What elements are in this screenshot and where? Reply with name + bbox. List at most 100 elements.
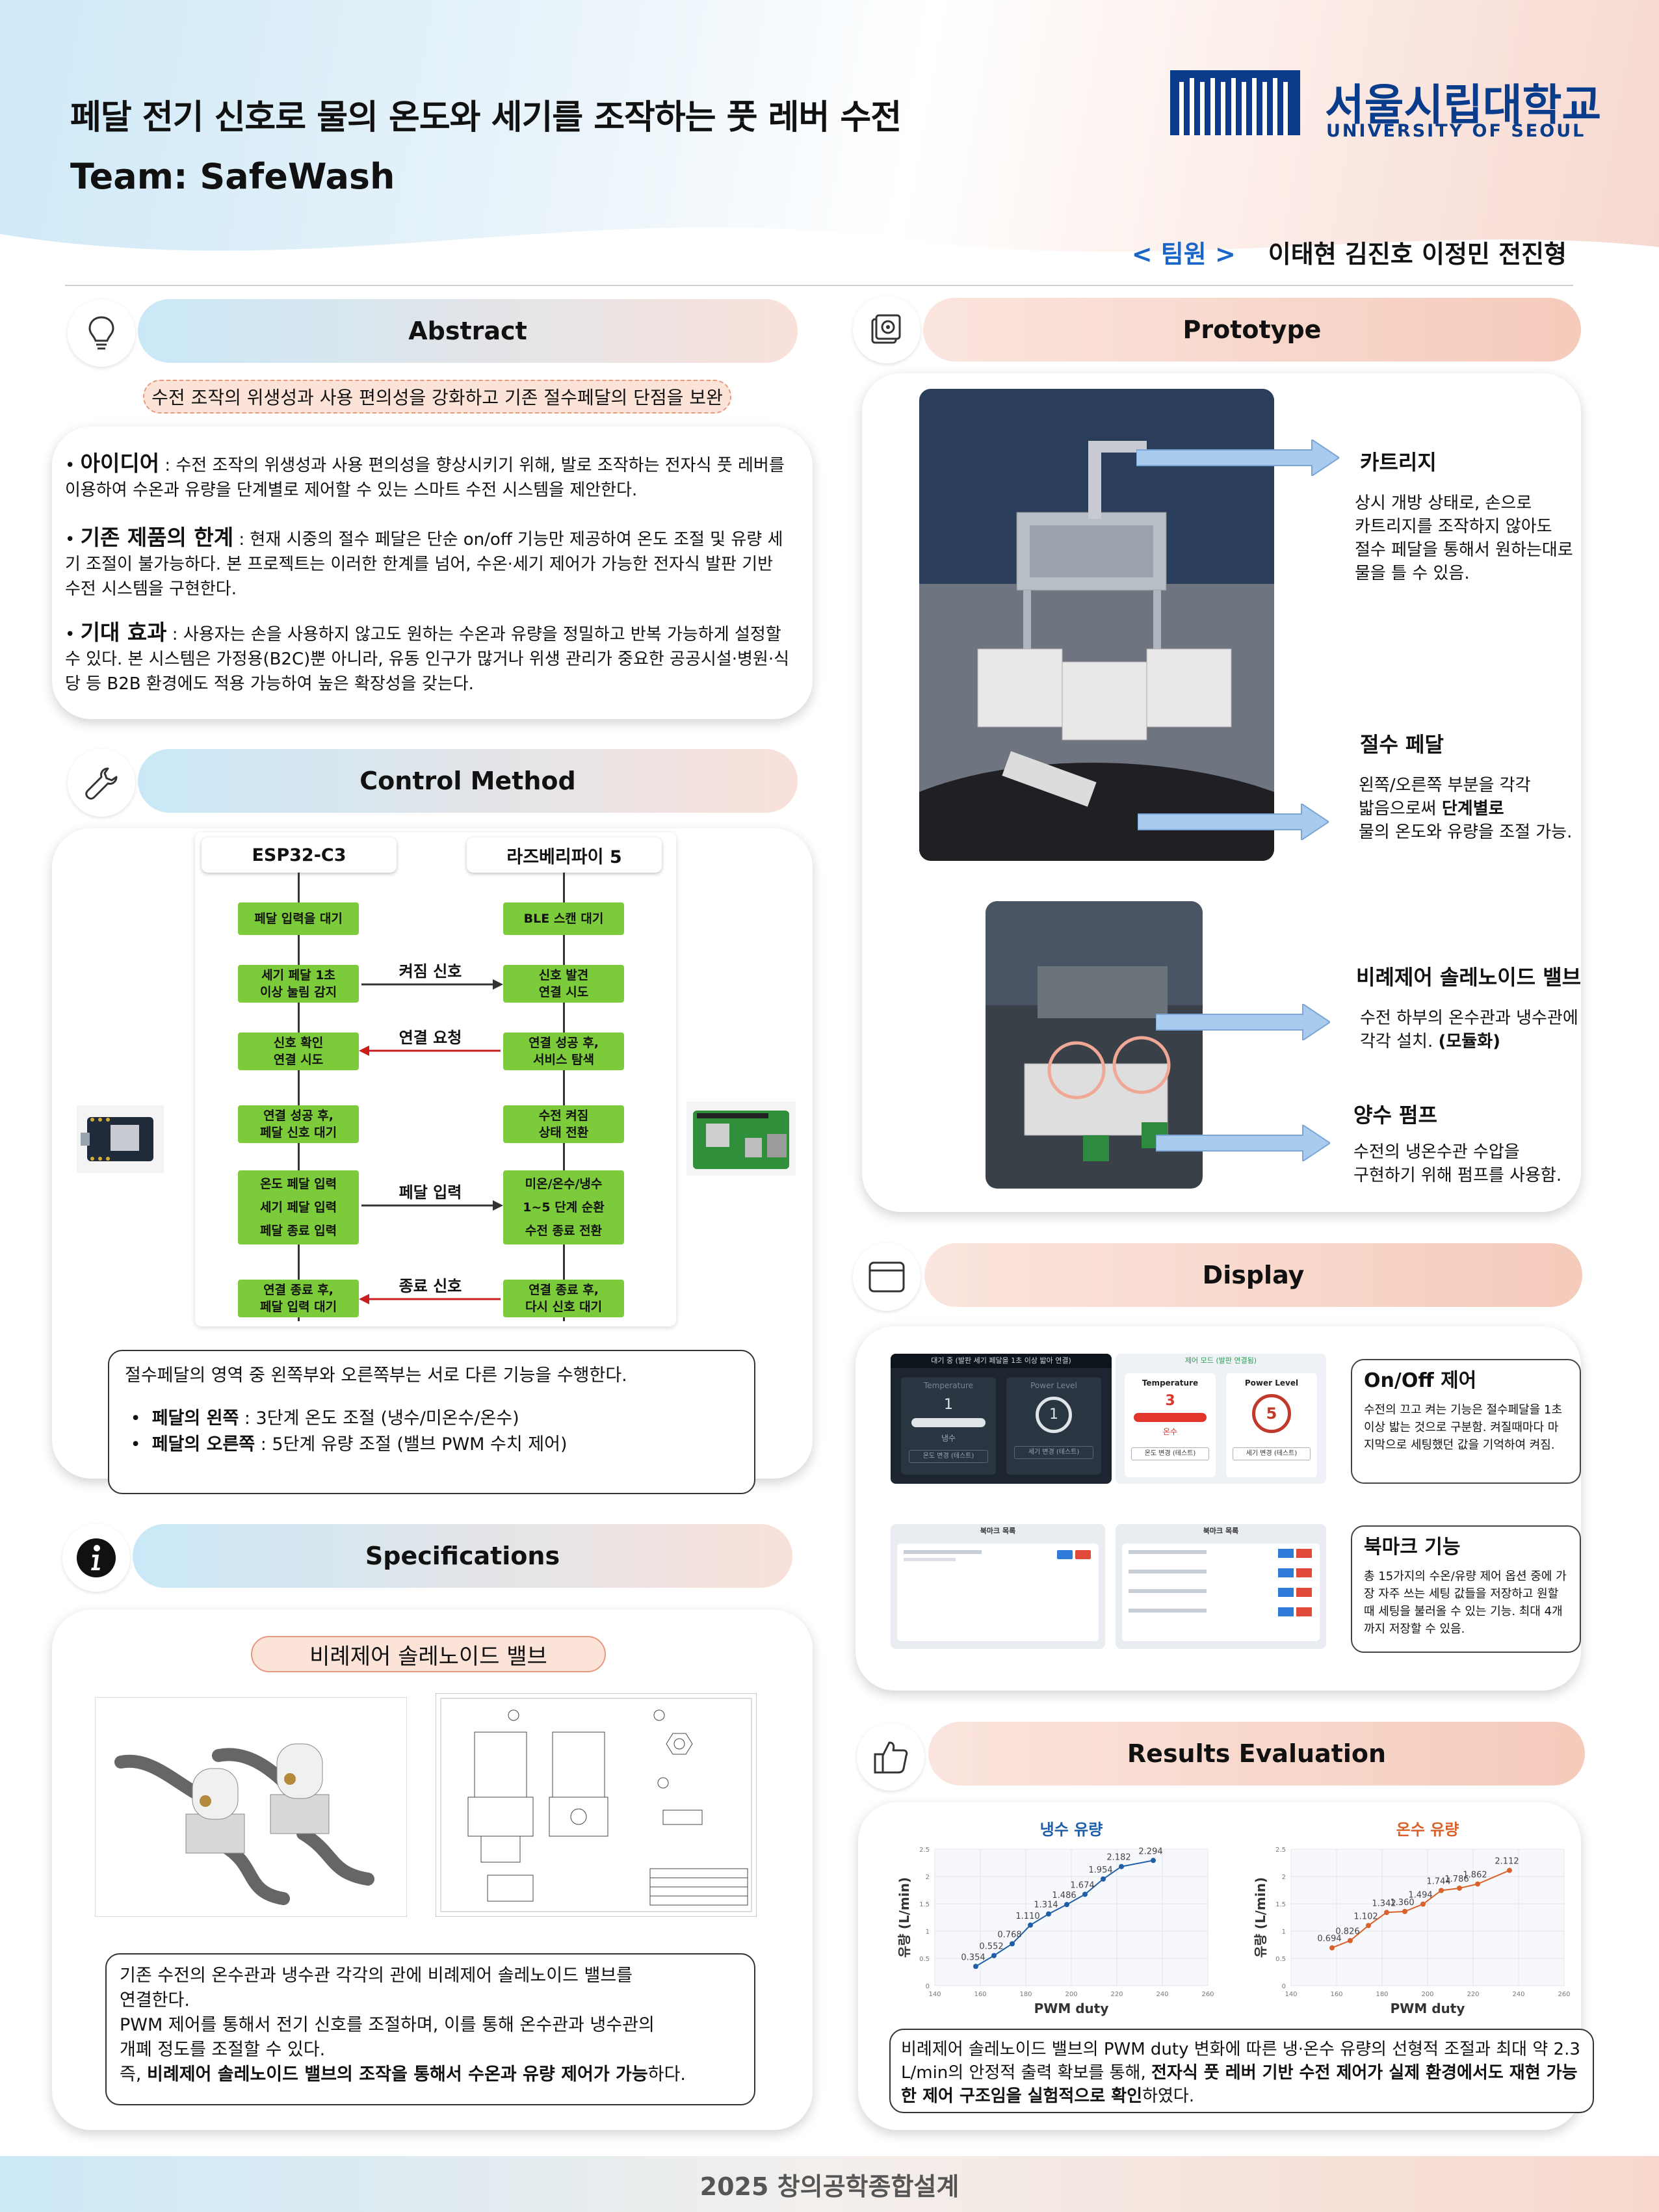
load-button[interactable] (1278, 1568, 1294, 1577)
flow-title-raspberrypi: 라즈베리파이 5 (467, 837, 662, 873)
proto-pump-title: 양수 펌프 (1353, 1103, 1437, 1127)
prototype-heading: Prototype (923, 298, 1581, 362)
data-label: 1.360 (1390, 1898, 1414, 1908)
flow-step: 미온/온수/냉수 1~5 단계 순환 수전 종료 전환 (503, 1170, 624, 1244)
data-label: 1.674 (1070, 1880, 1094, 1890)
change-power-button[interactable]: 세기 변경 (테스트) (1014, 1446, 1093, 1459)
data-point (1064, 1902, 1069, 1908)
bookmark-item-line (1129, 1589, 1207, 1593)
note-key: 페달의 왼쪽 (151, 1408, 239, 1429)
header-background (0, 0, 1659, 273)
abstract-item-text: 수전 조작의 위생성과 사용 편의성을 향상시키기 위해, 발로 조작하는 전자… (65, 456, 785, 500)
x-tick-label: 160 (1330, 1991, 1342, 1998)
team-name: Team: SafeWash (70, 156, 395, 197)
data-point (1101, 1876, 1106, 1882)
data-point (1439, 1888, 1444, 1893)
note-text: : 5단계 유량 조절 (밸브 PWM 수치 제어) (255, 1434, 568, 1455)
x-tick-label: 220 (1110, 1991, 1123, 1998)
delete-button[interactable] (1296, 1568, 1312, 1577)
bookmark-item-line (904, 1550, 982, 1554)
load-button[interactable] (1278, 1607, 1294, 1616)
data-point (1384, 1910, 1389, 1916)
valve-3d-render (95, 1697, 407, 1917)
results-summary: 비례제어 솔레노이드 밸브의 PWM duty 변화에 따른 냉·온수 유량의 … (889, 2029, 1594, 2113)
temperature-label: Temperature (923, 1381, 973, 1390)
header-wave (0, 227, 1659, 286)
data-label: 0.552 (979, 1942, 1003, 1952)
delete-button[interactable] (1296, 1549, 1312, 1558)
arrow-valve (1156, 1004, 1330, 1040)
flow-step: BLE 스캔 대기 (503, 902, 624, 935)
load-button[interactable] (1278, 1549, 1294, 1558)
abstract-summary-pill: 수전 조작의 위생성과 사용 편의성을 강화하고 기존 절수페달의 단점을 보완 (143, 380, 731, 414)
proto-valve-text: 수전 하부의 온수관과 냉수관에 각각 설치. (모듈화) (1360, 1007, 1578, 1053)
temperature-panel: Temperature 1 냉수 온도 변경 (테스트) (901, 1377, 996, 1475)
data-label: 0.354 (961, 1953, 985, 1962)
control-note-intro: 절수페달의 영역 중 왼쪽부와 오른쪽부는 서로 다른 기능을 수행한다. (125, 1365, 627, 1386)
gears-icon (853, 296, 921, 363)
data-label: 1.862 (1463, 1871, 1487, 1880)
x-tick-label: 240 (1512, 1991, 1524, 1998)
delete-button[interactable] (1296, 1588, 1312, 1597)
app-screen-control: 제어 모드 (발판 연결됨) Temperature 3 온수 온도 변경 (테… (1116, 1354, 1326, 1484)
load-button[interactable] (1278, 1588, 1294, 1597)
power-value: 1 (1036, 1397, 1072, 1433)
delete-button[interactable] (1296, 1607, 1312, 1616)
data-label: 1.954 (1088, 1865, 1112, 1875)
y-tick-label: 2 (926, 1874, 930, 1881)
change-temperature-button[interactable]: 온도 변경 (테스트) (1131, 1447, 1209, 1460)
onoff-text: 수전의 끄고 켜는 기능은 절수페달을 1초 이상 밟는 것으로 구분함. 켜질… (1364, 1403, 1563, 1452)
data-point (1082, 1891, 1088, 1897)
valve-technical-drawing (436, 1693, 757, 1917)
app-screen-standby: 대기 중 (발판 세기 페달을 1초 이상 밟아 연결) Temperature… (891, 1354, 1112, 1484)
abstract-item-key: 아이디어 (80, 451, 160, 476)
x-tick-label: 140 (928, 1991, 941, 1998)
specs-note: 기존 수전의 온수관과 냉수관 각각의 관에 비례제어 솔레노이드 밸브를 연결… (105, 1953, 755, 2105)
bookmark-text: 총 15가지의 수온/유량 제어 옵션 중에 가장 자주 쓰는 세팅 값들을 저… (1364, 1570, 1567, 1636)
specs-note-line: PWM 제어를 통해서 전기 신호를 조절하며, 이를 통해 온수관과 냉수관의 (120, 2015, 655, 2035)
screen-title: 북마크 목록 (980, 1527, 1016, 1535)
abstract-item-key: 기대 효과 (80, 620, 167, 645)
data-label: 2.182 (1106, 1853, 1130, 1863)
delete-button[interactable] (1075, 1550, 1091, 1559)
power-label: Power Level (1030, 1381, 1077, 1390)
abstract-item-effect: • 기대 효과 : 사용자는 손을 사용하지 않고도 원하는 수온과 유량을 정… (65, 620, 790, 694)
data-point (1119, 1863, 1124, 1869)
abstract-card (52, 427, 813, 719)
proto-pedal-title: 절수 페달 (1360, 732, 1444, 757)
series-line (975, 1860, 1154, 1968)
prototype-valve-photo (986, 901, 1203, 1189)
change-temperature-button[interactable]: 온도 변경 (테스트) (909, 1450, 988, 1463)
abstract-heading: Abstract (138, 299, 798, 363)
separator: : (233, 530, 250, 549)
app-screen-bookmarks-full: 북마크 목록 (1116, 1524, 1326, 1649)
temperature-bar (1134, 1413, 1207, 1422)
x-axis-label: PWM duty (1034, 2001, 1109, 2016)
data-point (1402, 1908, 1407, 1914)
specs-note-line: 연결한다. (120, 1990, 190, 2010)
screen-title: 북마크 목록 (1203, 1527, 1239, 1535)
members-tag: < 팀원 > (1131, 240, 1236, 269)
specs-note-line: 개폐 정도를 조절할 수 있다. (120, 2040, 326, 2060)
load-button[interactable] (1057, 1550, 1073, 1559)
data-label: 0.826 (1335, 1927, 1359, 1937)
proto-text-part: 물의 온도와 유량을 조절 가능. (1359, 823, 1573, 842)
separator: : (166, 625, 183, 644)
y-tick-label: 2.5 (919, 1847, 930, 1854)
temperature-text: 온수 (1162, 1427, 1178, 1436)
raspberrypi-board-image (686, 1101, 796, 1176)
team-members: < 팀원 >이태현 김진호 이정민 전진형 (1105, 234, 1567, 270)
data-label: 2.112 (1495, 1857, 1519, 1867)
specs-note-line: 기존 수전의 온수관과 냉수관 각각의 관에 비례제어 솔레노이드 밸브를 (120, 1966, 633, 1986)
control-note: 절수페달의 영역 중 왼쪽부와 오른쪽부는 서로 다른 기능을 수행한다. • … (108, 1350, 755, 1494)
proto-cartridge-title: 카트리지 (1360, 450, 1437, 475)
header-divider (65, 285, 1573, 286)
change-power-button[interactable]: 세기 변경 (테스트) (1233, 1447, 1311, 1460)
x-tick-label: 180 (1019, 1991, 1032, 1998)
y-tick-label: 2 (1282, 1874, 1286, 1881)
data-label: 1.342 (1372, 1899, 1396, 1908)
y-tick-label: 1 (1282, 1929, 1286, 1936)
arrow-label: 페달 입력 (398, 1183, 462, 1202)
y-tick-label: 1.5 (919, 1901, 930, 1908)
wrench-icon (68, 749, 135, 817)
